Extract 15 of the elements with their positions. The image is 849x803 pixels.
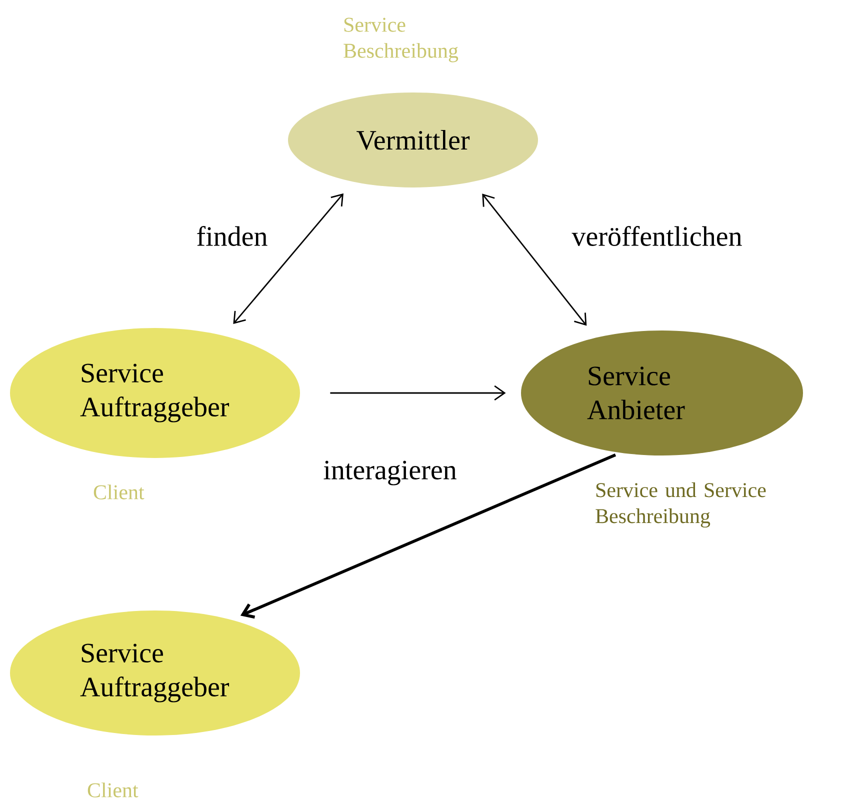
ellipse-node: Service Auftraggeber	[10, 610, 300, 736]
edge-label: veröffentlichen	[570, 225, 744, 247]
caption-text: Service Beschreibung	[344, 18, 458, 62]
ellipse-node: Vermittler	[288, 92, 538, 188]
ellipse-node: Service Auftraggeber	[10, 328, 300, 458]
arrow	[233, 193, 344, 324]
ellipse-node: Service Anbieter	[521, 330, 803, 456]
arrow	[330, 385, 506, 401]
edge-label: finden	[195, 225, 269, 247]
caption-text: Client	[94, 484, 144, 500]
edge-label: interagieren	[322, 460, 458, 486]
arrow	[482, 194, 587, 326]
caption-text: Client	[88, 782, 138, 798]
caption-text: Service und Service Beschreibung	[596, 482, 766, 528]
arrow	[240, 453, 616, 619]
